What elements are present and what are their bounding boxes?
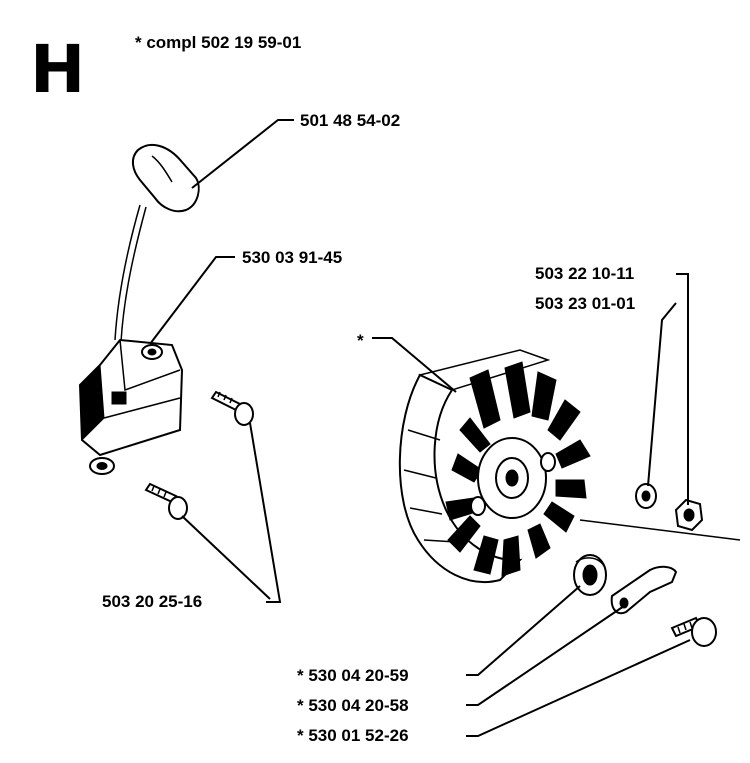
ignition-module-body	[78, 338, 184, 457]
label-spring: * 530 04 20-59	[297, 666, 409, 685]
leader-flywheel	[372, 337, 457, 393]
label-spark-plug-cap: 501 48 54-02	[300, 111, 400, 130]
washer-nut-drawing	[579, 483, 741, 541]
assembly-label: * compl 502 19 59-01	[135, 33, 301, 52]
ht-lead	[114, 204, 141, 341]
leader-washer	[676, 273, 689, 505]
leader-screw-lower	[181, 515, 271, 600]
label-pawl-pin: * 530 01 52-26	[297, 726, 409, 745]
label-screws: 503 20 25-16	[102, 592, 202, 611]
leader-pawl-pin	[466, 639, 691, 737]
leader-ignition-module	[149, 256, 235, 345]
starter-pawl-drawing	[573, 554, 717, 647]
flywheel-rim	[398, 373, 523, 584]
spark-plug-cap	[132, 143, 200, 213]
label-ignition-module: 530 03 91-45	[242, 248, 342, 267]
flywheel-drawing	[398, 349, 591, 584]
leader-spark-plug-cap	[191, 119, 294, 189]
leader-screw-upper	[249, 422, 282, 603]
leader-pawl	[466, 605, 625, 706]
label-nut: 503 23 01-01	[535, 294, 635, 313]
section-letter: H	[30, 31, 85, 108]
flywheel-marker: *	[357, 331, 364, 350]
ignition-module-drawing	[78, 143, 254, 520]
leader-nut	[647, 302, 677, 487]
label-pawl: * 530 04 20-58	[297, 696, 409, 715]
label-washer: 503 22 10-11	[535, 264, 634, 283]
leader-spring	[466, 585, 581, 676]
